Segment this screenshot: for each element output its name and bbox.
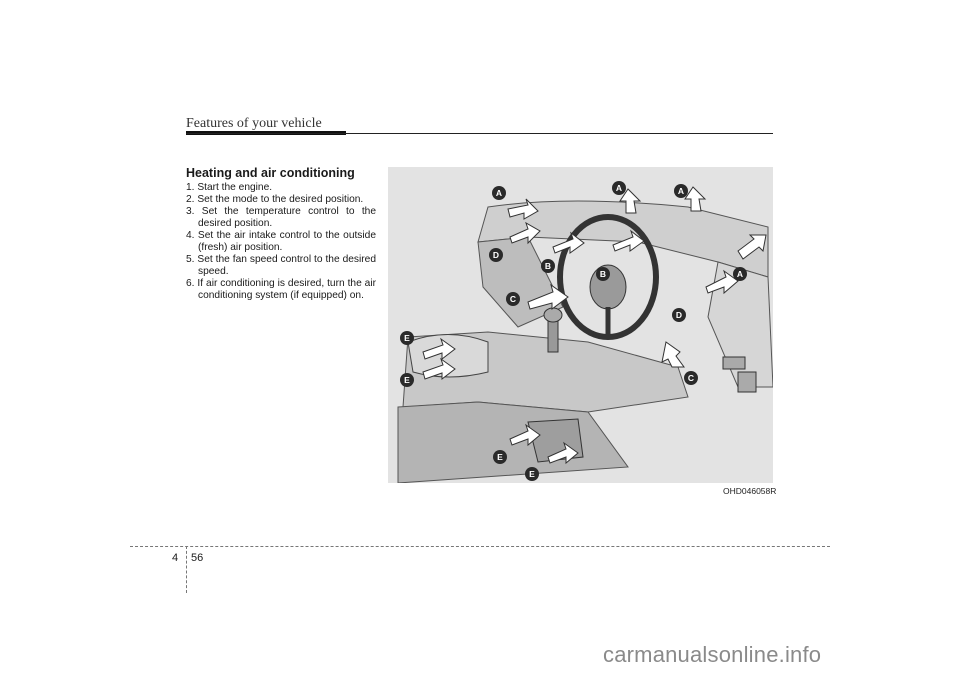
step-item: 3. Set the temperature control to the de… (186, 206, 376, 229)
vent-label-c: C (684, 371, 698, 385)
dashboard-drawing (397, 186, 774, 484)
section-heading: Heating and air conditioning (186, 166, 355, 180)
vent-label-a: A (674, 184, 688, 198)
page-number: 56 (191, 552, 204, 564)
instructions-section: Heating and air conditioning 1. Start th… (186, 166, 376, 302)
vent-label-b: B (596, 267, 610, 281)
vent-label-a: A (612, 181, 626, 195)
vent-label-c: C (506, 292, 520, 306)
vent-label-a: A (492, 186, 506, 200)
watermark: carmanualsonline.info (603, 642, 822, 667)
vent-label-d: D (672, 308, 686, 322)
vent-label-d: D (489, 248, 503, 262)
figure-code: OHD046058R (723, 486, 777, 496)
steps-list: 1. Start the engine. 2. Set the mode to … (186, 182, 376, 302)
step-item: 1. Start the engine. (186, 182, 273, 193)
dashboard-airflow-illustration: A A A D B B A C D E E C E E (388, 167, 774, 484)
step-item: 6. If air conditioning is desired, turn … (186, 278, 376, 301)
step-item: 4. Set the air intake control to the out… (186, 230, 376, 253)
header-rule (186, 133, 773, 134)
vent-label-e: E (400, 331, 414, 345)
step-item: 2. Set the mode to the desired position. (186, 194, 364, 205)
step-item: 5. Set the fan speed control to the desi… (186, 254, 376, 277)
vent-label-e: E (400, 373, 414, 387)
vent-label-e: E (525, 467, 539, 481)
chapter-number: 4 (172, 552, 179, 564)
footer-divider (130, 546, 830, 547)
vent-label-b: B (541, 259, 555, 273)
section-header-title: Features of your vehicle (186, 116, 322, 131)
vent-label-a: A (733, 267, 747, 281)
vent-label-e: E (493, 450, 507, 464)
footer-vertical-divider (186, 546, 187, 593)
